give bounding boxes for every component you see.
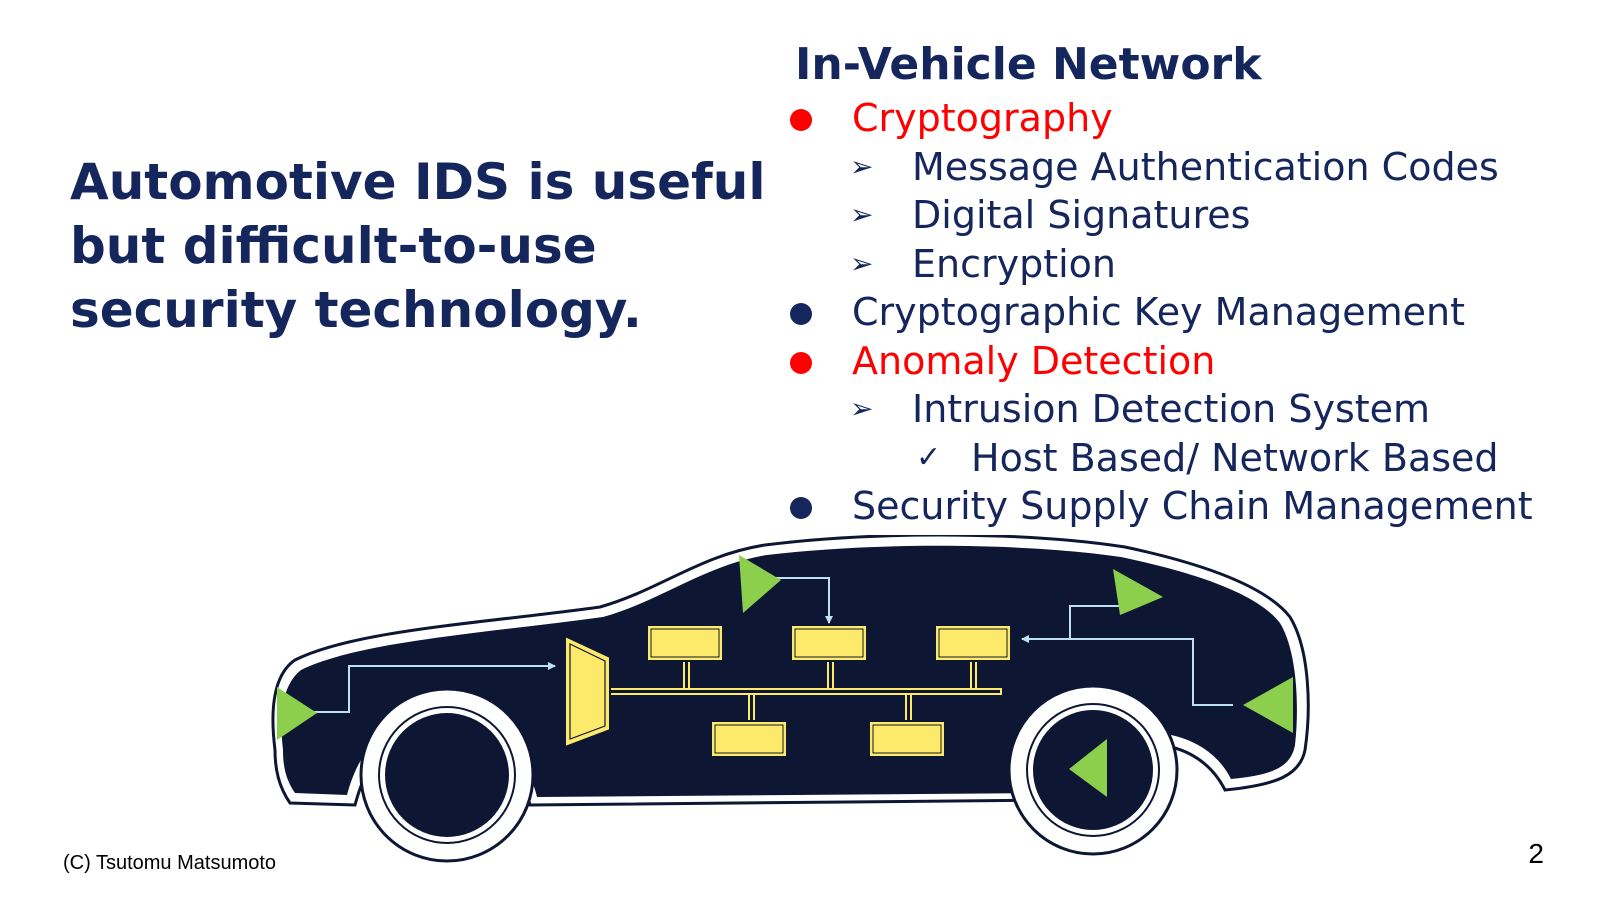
- topic-key-management: Cryptographic Key Management: [790, 288, 1533, 337]
- rear-wheel: [359, 687, 535, 863]
- sensor-roof-right: [1113, 569, 1163, 615]
- subtopic-label: Intrusion Detection System: [912, 387, 1431, 431]
- subtopic-digital-signatures: ➢ Digital Signatures: [790, 191, 1533, 240]
- subtopic-message-authentication-codes: ➢ Message Authentication Codes: [790, 143, 1533, 192]
- ecu-3: [934, 624, 1012, 662]
- arrow-bullet-icon: ➢: [850, 392, 874, 425]
- ecu-1: [646, 624, 724, 662]
- ecu-4: [710, 720, 788, 758]
- car-diagram: [271, 535, 1310, 863]
- topic-anomaly-detection: Anomaly Detection: [790, 337, 1533, 386]
- sensor-rear: [277, 687, 317, 740]
- arrow-bullet-icon: ➢: [850, 149, 874, 183]
- network-title: In-Vehicle Network: [795, 39, 1262, 90]
- bullet-icon: [790, 337, 830, 386]
- subtopic-label: Encryption: [912, 241, 1117, 286]
- topic-label: Cryptography: [852, 96, 1113, 140]
- check-icon: ✓: [916, 439, 942, 475]
- topic-label: Security Supply Chain Management: [852, 484, 1533, 528]
- gateway-ecu: [564, 634, 611, 749]
- bullet-icon: [790, 482, 830, 531]
- sensor-nodes: [277, 555, 1293, 797]
- ecu-2: [790, 624, 868, 662]
- topic-cryptography: Cryptography: [790, 94, 1533, 143]
- subsubtopic-host-network-based: ✓ Host Based/ Network Based: [790, 434, 1533, 483]
- topic-label: Anomaly Detection: [852, 338, 1216, 383]
- topic-supply-chain: Security Supply Chain Management: [790, 482, 1533, 531]
- sensor-roof-left: [739, 555, 781, 613]
- subsubtopic-label: Host Based/ Network Based: [971, 435, 1499, 480]
- sensor-front: [1243, 677, 1293, 733]
- headline-line-1: Automotive IDS is useful: [70, 153, 766, 211]
- subtopic-encryption: ➢ Encryption: [790, 240, 1533, 289]
- ecu-5: [868, 720, 946, 758]
- signal-wires: [313, 577, 1233, 713]
- copyright-footer: (C) Tsutomu Matsumoto: [63, 852, 277, 874]
- topic-label: Cryptographic Key Management: [852, 290, 1465, 334]
- ecu-blocks: [646, 624, 1012, 758]
- car-network-illustration: [265, 535, 1345, 865]
- arrow-bullet-icon: ➢: [850, 246, 874, 280]
- headline-line-2: but difficult-to-use: [70, 217, 597, 275]
- bullet-icon: [790, 288, 830, 337]
- sensor-front-wheel: [1069, 739, 1107, 797]
- gateway-inner: [569, 643, 606, 740]
- bullet-icon: [790, 94, 830, 143]
- subtopic-label: Message Authentication Codes: [912, 144, 1499, 189]
- page-number: 2: [1528, 838, 1544, 869]
- subtopic-intrusion-detection-system: ➢ Intrusion Detection System: [790, 385, 1533, 434]
- slide-headline: Automotive IDS is useful but difficult-t…: [70, 150, 790, 342]
- headline-line-3: security technology.: [70, 281, 642, 339]
- topic-list: Cryptography ➢ Message Authentication Co…: [790, 94, 1533, 531]
- subtopic-label: Digital Signatures: [912, 193, 1251, 237]
- arrow-bullet-icon: ➢: [850, 198, 874, 231]
